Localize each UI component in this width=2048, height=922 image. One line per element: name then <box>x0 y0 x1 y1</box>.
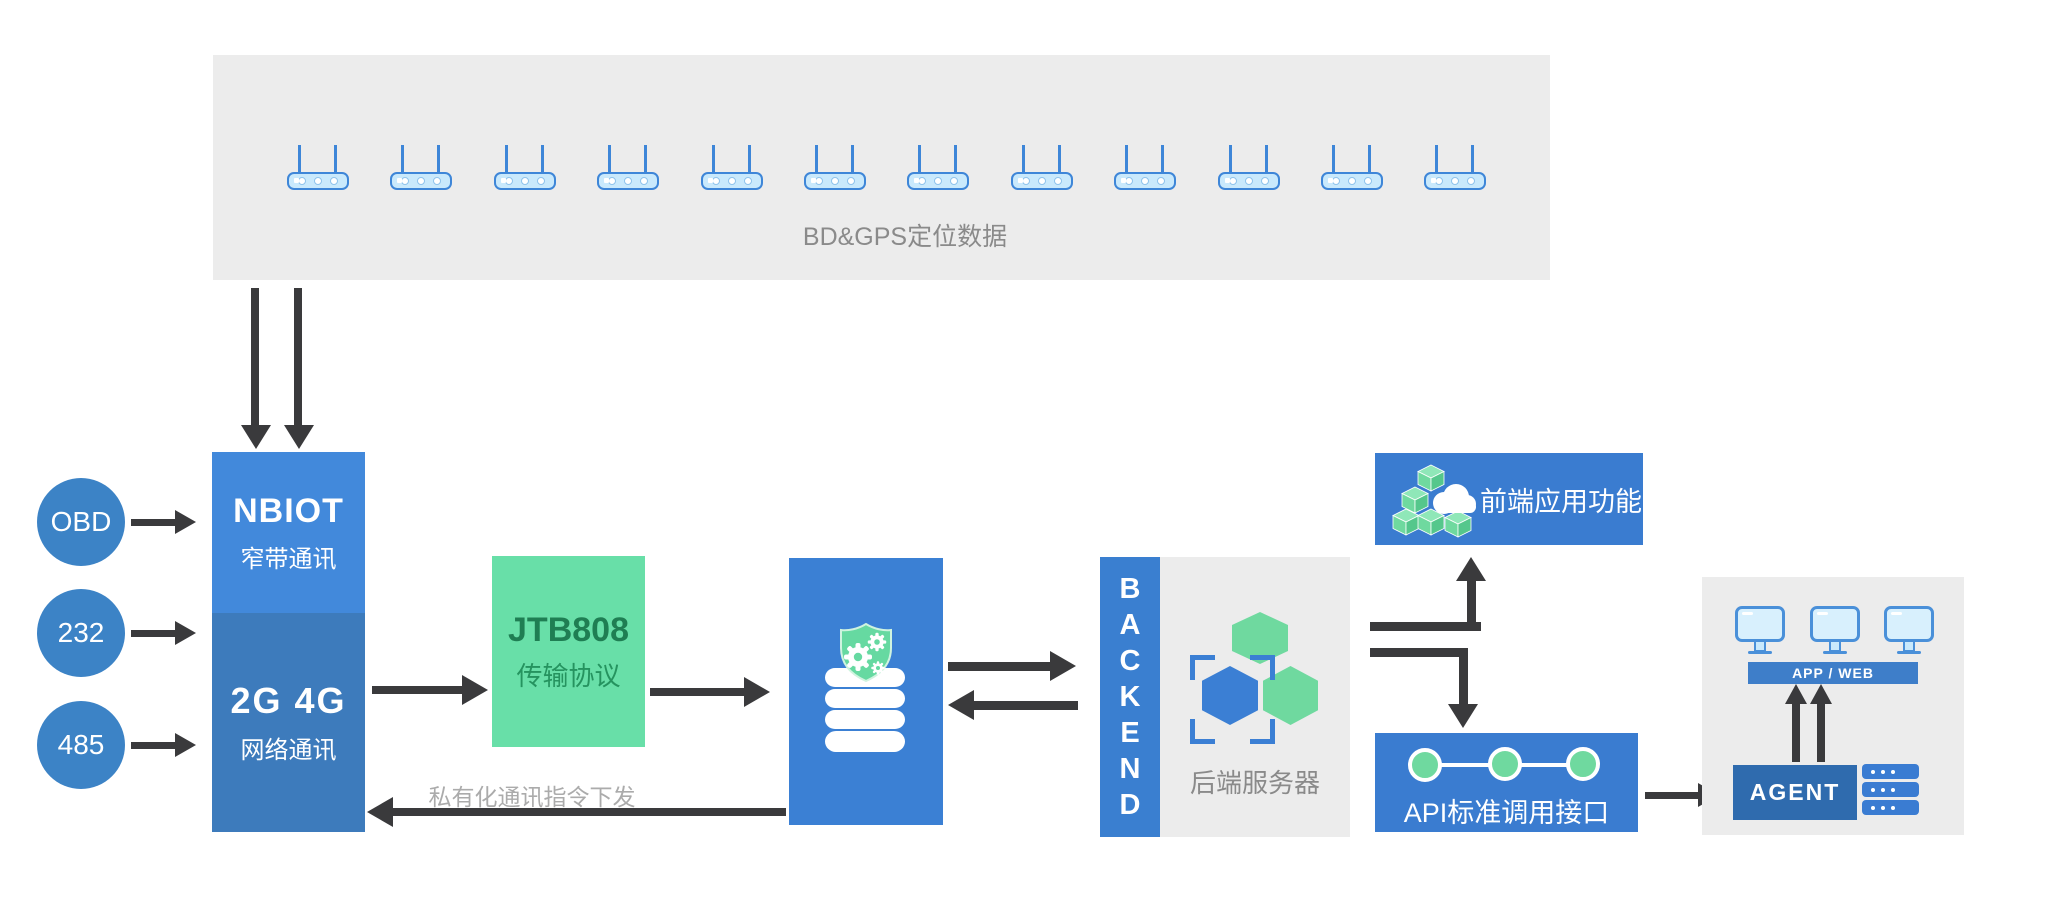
monitor-icon <box>1884 606 1934 654</box>
router-icon <box>1010 145 1074 193</box>
router-icon <box>286 145 350 193</box>
frontend-box: 前端应用功能 <box>1375 453 1643 545</box>
router-icon <box>700 145 764 193</box>
app-web-bar: APP / WEB <box>1748 662 1918 684</box>
agent-box: AGENT <box>1733 765 1857 820</box>
router-icon <box>1320 145 1384 193</box>
cell-title: 2G 4G <box>230 680 347 721</box>
protocol-subtitle: 传输协议 <box>516 660 621 691</box>
app-web-label: APP / WEB <box>1792 665 1874 681</box>
gps-panel-label: BD&GPS定位数据 <box>802 223 1008 251</box>
monitor-icon <box>1735 606 1785 654</box>
nbiot-title: NBIOT <box>233 491 344 530</box>
agent-label: AGENT <box>1749 779 1841 805</box>
router-icon <box>493 145 557 193</box>
port-circle-485: 485 <box>37 701 125 789</box>
gateway-cell-section: 2G 4G 网络通讯 <box>212 613 365 832</box>
router-icon <box>1113 145 1177 193</box>
router-icon <box>1423 145 1487 193</box>
protocol-box: JTB808 传输协议 <box>492 556 645 747</box>
port-circle-obd: OBD <box>37 478 125 566</box>
api-box: API标准调用接口 <box>1375 733 1638 832</box>
return-arrow-label: 私有化通讯指令下发 <box>428 784 636 810</box>
router-icon <box>596 145 660 193</box>
gps-data-panel: BD&GPS定位数据 <box>213 55 1550 280</box>
port-label: OBD <box>50 506 112 537</box>
cell-subtitle: 网络通讯 <box>240 737 337 764</box>
backend-server-panel: 后端服务器 <box>1160 557 1350 837</box>
cubes-cloud-icon <box>1392 464 1476 538</box>
client-panel: APP / WEB AGENT <box>1702 577 1964 835</box>
router-icon <box>803 145 867 193</box>
backend-caption: 后端服务器 <box>1189 768 1320 798</box>
nbiot-subtitle: 窄带通讯 <box>240 545 337 573</box>
router-icon <box>906 145 970 193</box>
gateway-nbiot-section: NBIOT 窄带通讯 <box>212 452 365 613</box>
port-circle-232: 232 <box>37 589 125 677</box>
frontend-label: 前端应用功能 <box>1480 486 1642 517</box>
monitor-icon <box>1810 606 1860 654</box>
router-icon <box>389 145 453 193</box>
port-label: 485 <box>57 729 105 760</box>
api-label: API标准调用接口 <box>1403 798 1610 828</box>
shield-database-icon <box>825 622 905 752</box>
port-label: 232 <box>57 617 105 648</box>
database-box <box>789 558 943 825</box>
router-icon <box>1217 145 1281 193</box>
gateway-box: NBIOT 窄带通讯 2G 4G 网络通讯 <box>212 452 365 832</box>
protocol-title: JTB808 <box>508 610 629 649</box>
